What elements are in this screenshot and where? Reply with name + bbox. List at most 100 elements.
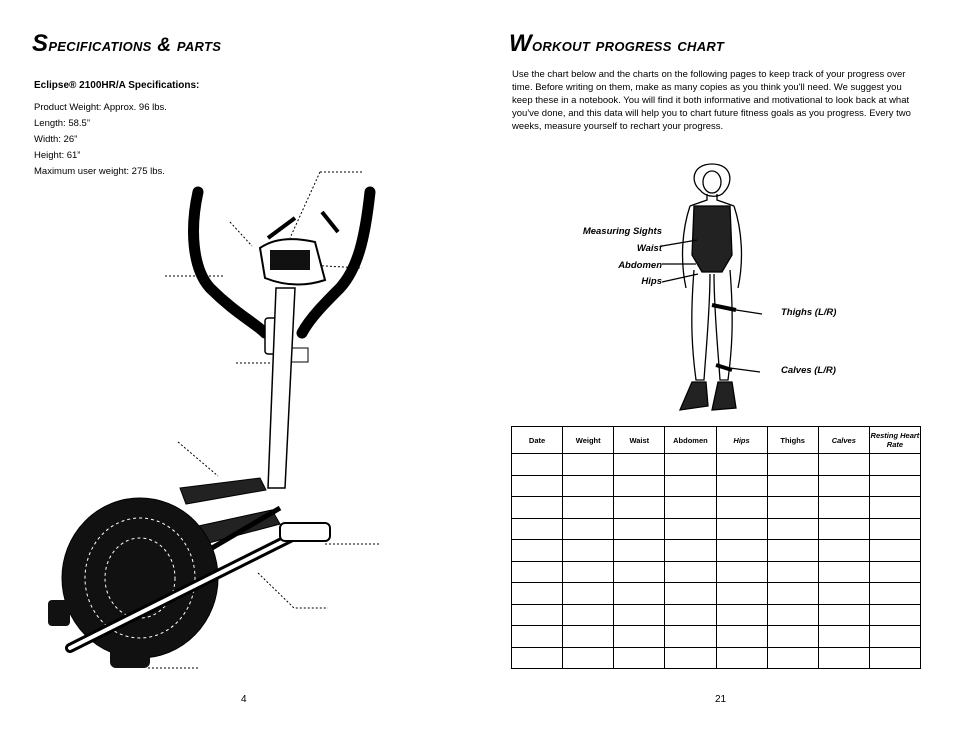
table-cell <box>766 539 819 562</box>
table-cell <box>510 603 564 626</box>
table-row <box>510 560 922 583</box>
table-cell <box>817 517 870 540</box>
workout-progress-title: Workout progress chart <box>509 30 725 57</box>
table-cell <box>510 496 564 519</box>
table-cell <box>715 603 768 626</box>
table-cell <box>715 474 768 497</box>
table-row <box>510 517 922 540</box>
table-cell <box>715 496 768 519</box>
table-cell <box>868 517 922 540</box>
header-waist: Waist <box>613 426 666 454</box>
spec-length: Length: 58.5” <box>34 118 90 129</box>
table-cell <box>510 646 564 669</box>
table-cell <box>817 453 870 476</box>
table-cell <box>562 517 615 540</box>
label-abdomen: Abdomen <box>618 260 662 271</box>
header-thighs: Thighs <box>766 426 819 454</box>
table-cell <box>715 539 768 562</box>
label-thighs: Thighs (L/R) <box>781 307 837 318</box>
table-cell <box>613 582 666 605</box>
table-cell <box>562 603 615 626</box>
spec-height: Height: 61” <box>34 150 81 161</box>
header-abdomen: Abdomen <box>664 426 717 454</box>
table-cell <box>715 646 768 669</box>
table-cell <box>664 496 717 519</box>
specifications-title: Specifications & parts <box>32 30 222 57</box>
table-cell <box>868 603 922 626</box>
table-cell <box>664 646 717 669</box>
table-cell <box>510 560 564 583</box>
table-cell <box>715 582 768 605</box>
table-cell <box>868 496 922 519</box>
spec-weight: Product Weight: Approx. 96 lbs. <box>34 102 167 113</box>
table-cell <box>613 560 666 583</box>
table-cell <box>664 517 717 540</box>
table-cell <box>510 453 564 476</box>
table-cell <box>613 646 666 669</box>
spec-width: Width: 26” <box>34 134 78 145</box>
header-date: Date <box>510 426 564 454</box>
table-cell <box>766 560 819 583</box>
table-cell <box>613 625 666 648</box>
table-cell <box>613 603 666 626</box>
table-cell <box>613 474 666 497</box>
left-page: Specifications & parts Eclipse® 2100HR/A… <box>32 30 380 705</box>
body-measurement-figure <box>661 163 763 411</box>
table-row <box>510 646 922 669</box>
table-cell <box>613 496 666 519</box>
progress-table: Date Weight Waist Abdomen Hips Thighs Ca… <box>510 426 922 669</box>
table-cell <box>562 453 615 476</box>
table-cell <box>766 625 819 648</box>
table-cell <box>664 539 717 562</box>
table-header-row: Date Weight Waist Abdomen Hips Thighs Ca… <box>510 426 922 454</box>
table-cell <box>664 474 717 497</box>
table-cell <box>664 625 717 648</box>
table-cell <box>817 560 870 583</box>
table-row <box>510 603 922 626</box>
table-body <box>510 453 922 669</box>
table-cell <box>510 582 564 605</box>
table-cell <box>868 625 922 648</box>
table-cell <box>715 625 768 648</box>
table-cell <box>562 646 615 669</box>
table-cell <box>510 539 564 562</box>
table-cell <box>562 539 615 562</box>
table-cell <box>613 539 666 562</box>
label-hips: Hips <box>641 276 662 287</box>
table-cell <box>868 560 922 583</box>
table-cell <box>766 474 819 497</box>
spec-max-user-weight: Maximum user weight: 275 lbs. <box>34 166 165 177</box>
table-cell <box>817 539 870 562</box>
table-cell <box>715 453 768 476</box>
table-cell <box>562 560 615 583</box>
table-row <box>510 625 922 648</box>
table-cell <box>766 646 819 669</box>
table-cell <box>664 453 717 476</box>
table-cell <box>664 603 717 626</box>
table-cell <box>510 517 564 540</box>
table-cell <box>817 603 870 626</box>
label-measuring-sights: Measuring Sights <box>582 226 662 237</box>
table-row <box>510 474 922 497</box>
elliptical-machine-illustration <box>48 171 380 669</box>
table-cell <box>562 474 615 497</box>
page-number: 21 <box>715 694 727 705</box>
spec-heading: Eclipse® 2100HR/A Specifications: <box>34 80 200 91</box>
header-calves: Calves <box>817 426 870 454</box>
table-cell <box>868 453 922 476</box>
table-cell <box>868 539 922 562</box>
table-row <box>510 496 922 519</box>
table-cell <box>766 603 819 626</box>
table-cell <box>562 582 615 605</box>
table-cell <box>817 582 870 605</box>
table-cell <box>613 517 666 540</box>
table-row <box>510 582 922 605</box>
table-cell <box>715 560 768 583</box>
table-cell <box>817 625 870 648</box>
table-cell <box>817 474 870 497</box>
page-number: 4 <box>241 694 247 705</box>
table-cell <box>562 496 615 519</box>
table-cell <box>868 582 922 605</box>
table-cell <box>868 646 922 669</box>
table-cell <box>868 474 922 497</box>
